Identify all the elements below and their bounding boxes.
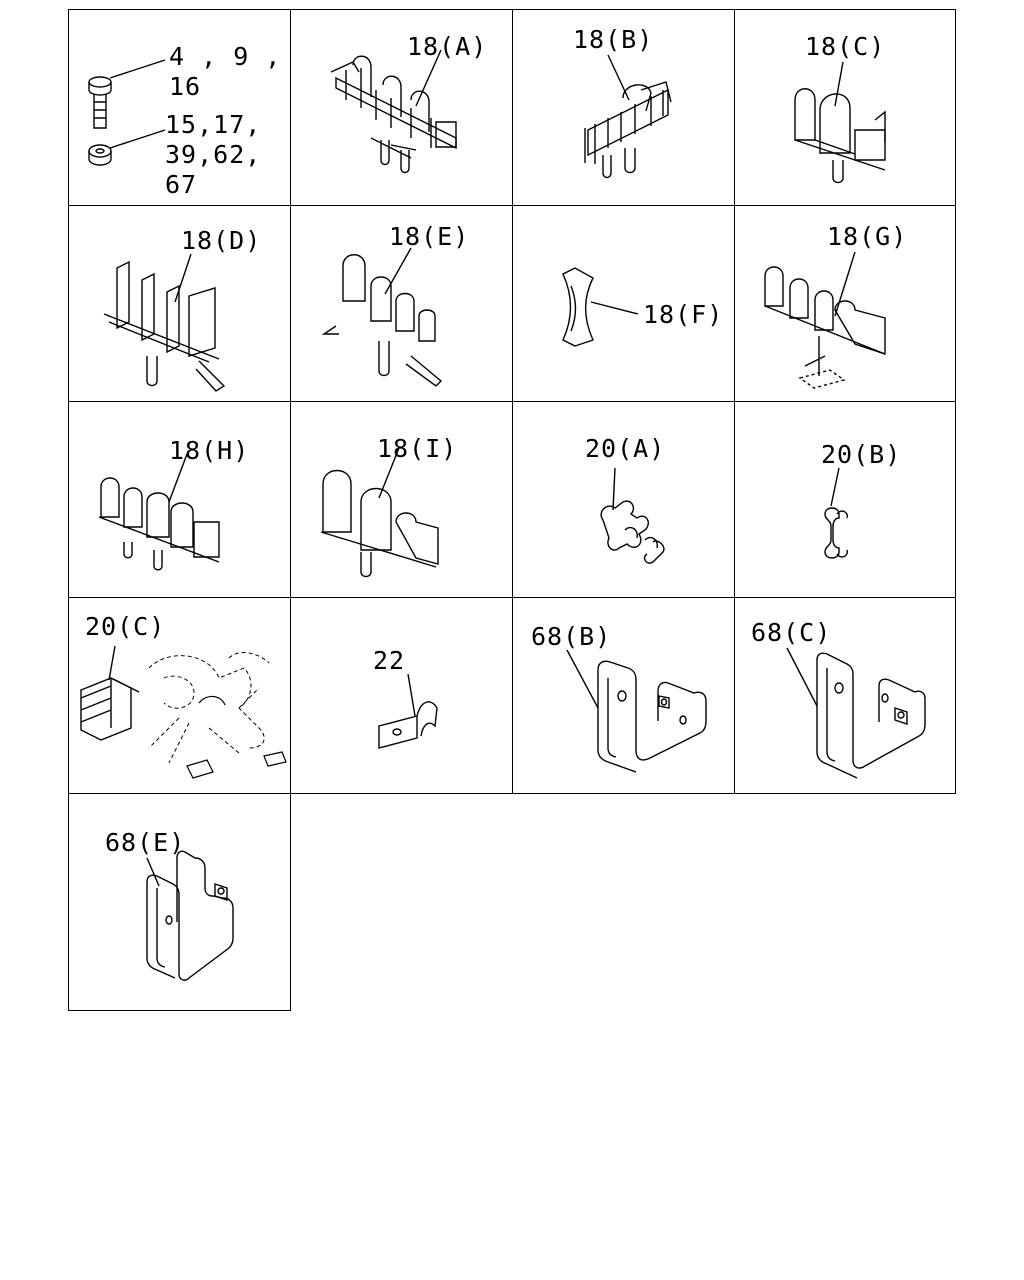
- label-20b: 20(B): [821, 440, 902, 469]
- cell-clip-18g[interactable]: 18(G): [734, 205, 956, 402]
- label-18g: 18(G): [827, 222, 908, 251]
- bolt-nut-drawing: [69, 10, 292, 207]
- cell-clip-18h[interactable]: 18(H): [68, 401, 291, 598]
- cell-bracket-68b[interactable]: 68(B): [512, 597, 735, 794]
- label-18i: 18(I): [377, 434, 458, 463]
- label-39-62: 39,62,: [165, 140, 262, 169]
- label-18e: 18(E): [389, 222, 470, 251]
- cell-fasteners[interactable]: 4 , 9 , 16 15,17, 39,62, 67: [68, 9, 291, 206]
- label-18d: 18(D): [181, 226, 262, 255]
- label-68e: 68(E): [105, 828, 186, 857]
- label-20a: 20(A): [585, 434, 666, 463]
- label-18f: 18(F): [643, 300, 724, 329]
- cell-clip-20a[interactable]: 20(A): [512, 401, 735, 598]
- clip-18a-drawing: [291, 10, 514, 207]
- bracket-22-drawing: [291, 598, 514, 795]
- label-68c: 68(C): [751, 618, 832, 647]
- clip-18c-drawing: [735, 10, 957, 207]
- clip-18f-drawing: [513, 206, 736, 403]
- label-18c: 18(C): [805, 32, 886, 61]
- clip-18g-drawing: [735, 206, 957, 403]
- cell-bracket-68c[interactable]: 68(C): [734, 597, 956, 794]
- clip-18b-drawing: [513, 10, 736, 207]
- clip-20c-drawing: [69, 598, 292, 795]
- bracket-68c-drawing: [735, 598, 957, 795]
- clip-18i-drawing: [291, 402, 514, 599]
- cell-clip-18b[interactable]: 18(B): [512, 9, 735, 206]
- label-22: 22: [373, 646, 406, 675]
- clip-18d-drawing: [69, 206, 292, 403]
- label-15-17: 15,17,: [165, 110, 262, 139]
- label-16: 16: [169, 72, 202, 101]
- label-18h: 18(H): [169, 436, 250, 465]
- bracket-68e-drawing: [69, 794, 292, 1012]
- cell-clip-18i[interactable]: 18(I): [290, 401, 513, 598]
- label-67: 67: [165, 170, 198, 199]
- clip-18h-drawing: [69, 402, 292, 599]
- label-18b: 18(B): [573, 25, 654, 54]
- cell-clip-20b[interactable]: 20(B): [734, 401, 956, 598]
- label-4-9: 4 , 9 ,: [169, 42, 282, 71]
- bracket-68b-drawing: [513, 598, 736, 795]
- cell-clip-20c[interactable]: 20(C): [68, 597, 291, 794]
- clip-20a-drawing: [513, 402, 736, 599]
- cell-clip-18d[interactable]: 18(D): [68, 205, 291, 402]
- cell-clip-18f[interactable]: 18(F): [512, 205, 735, 402]
- label-18a: 18(A): [407, 32, 488, 61]
- cell-clip-18e[interactable]: 18(E): [290, 205, 513, 402]
- clip-20b-drawing: [735, 402, 957, 599]
- clip-18e-drawing: [291, 206, 514, 403]
- label-68b: 68(B): [531, 622, 612, 651]
- cell-clip-18c[interactable]: 18(C): [734, 9, 956, 206]
- label-20c: 20(C): [85, 612, 166, 641]
- cell-bracket-22[interactable]: 22: [290, 597, 513, 794]
- cell-bracket-68e[interactable]: 68(E): [68, 793, 291, 1011]
- cell-clip-18a[interactable]: 18(A): [290, 9, 513, 206]
